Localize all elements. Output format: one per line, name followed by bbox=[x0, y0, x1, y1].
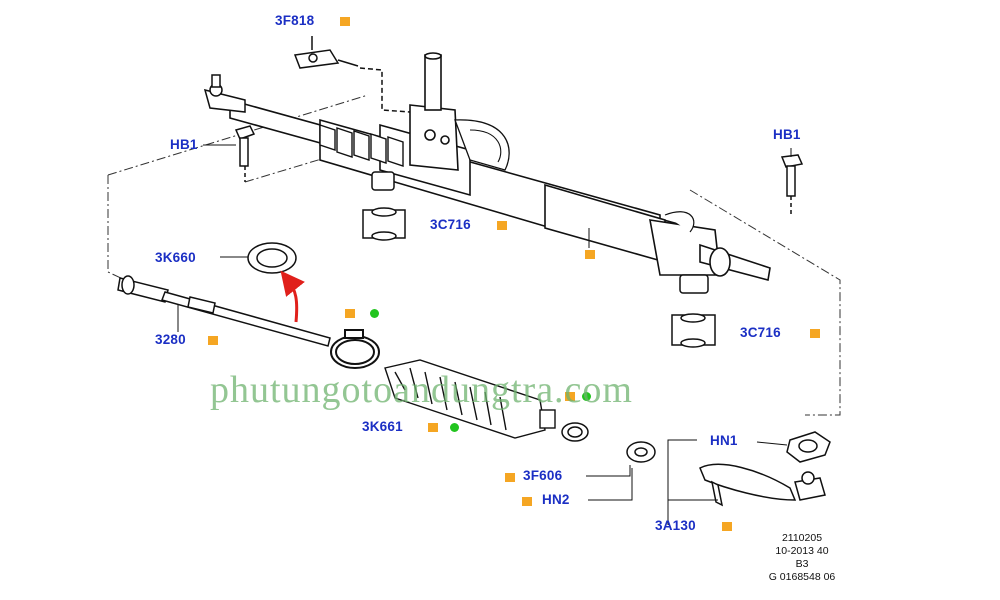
marker-3K661 bbox=[428, 423, 438, 432]
marker-3A130 bbox=[722, 522, 732, 531]
rack-bellows bbox=[319, 124, 404, 167]
label-3K660: 3K660 bbox=[155, 250, 196, 265]
dot-3K661 bbox=[450, 423, 459, 432]
boot-3K661 bbox=[384, 359, 556, 439]
marker-rack bbox=[585, 250, 595, 259]
marker-3F606 bbox=[505, 473, 515, 482]
reference-line-1: 2110205 bbox=[781, 532, 823, 544]
marker-3F818 bbox=[340, 17, 350, 26]
marker-3280 bbox=[208, 336, 218, 345]
clamp bbox=[330, 329, 380, 369]
label-3A130: 3A130 bbox=[655, 518, 696, 533]
label-3K661: 3K661 bbox=[362, 419, 403, 434]
sensor-3F818 bbox=[293, 36, 411, 113]
label-3C716-upper: 3C716 bbox=[430, 217, 471, 232]
steering-rack bbox=[229, 52, 771, 281]
reference-line-2: 10-2013 40 bbox=[775, 545, 829, 557]
reference-block: 2110205 10-2013 40 B3 G 0168548 06 bbox=[752, 532, 852, 584]
reference-line-4: G 0168548 06 bbox=[768, 571, 836, 583]
marker-clamp bbox=[345, 309, 355, 318]
bolt-left bbox=[203, 125, 256, 182]
label-HN2: HN2 bbox=[542, 492, 570, 507]
marker-3C716-upper bbox=[497, 221, 507, 230]
marker-small-clamp bbox=[565, 392, 575, 401]
label-HN1: HN1 bbox=[710, 433, 738, 448]
tie-rod-3280 bbox=[117, 275, 331, 347]
rack-tie-rod-end bbox=[203, 74, 246, 113]
label-3C716-right: 3C716 bbox=[740, 325, 781, 340]
dot-clamp bbox=[370, 309, 379, 318]
watermark: phutungotoandungtra.com bbox=[210, 369, 633, 411]
label-3F818: 3F818 bbox=[275, 13, 315, 28]
marker-HN2 bbox=[522, 497, 532, 506]
marker-3C716-right bbox=[810, 329, 820, 338]
label-hb1-left: HB1 bbox=[170, 137, 198, 152]
label-hb1-right: HB1 bbox=[773, 127, 801, 142]
reference-line-3: B3 bbox=[795, 558, 809, 570]
ring-3K660 bbox=[220, 242, 297, 274]
label-3F606: 3F606 bbox=[523, 468, 563, 483]
dot-small-clamp bbox=[582, 392, 591, 401]
bolt-right bbox=[780, 148, 804, 215]
washer-3F606 bbox=[586, 441, 656, 501]
tie-rod-end-3A130 bbox=[667, 439, 826, 525]
small-clamp bbox=[561, 422, 589, 442]
red-arrow bbox=[280, 270, 305, 323]
bushing-right-lower bbox=[671, 313, 716, 348]
bushing-right-upper bbox=[679, 274, 709, 294]
bushing-upper bbox=[362, 171, 406, 241]
label-3280: 3280 bbox=[155, 332, 186, 347]
nut-HN1 bbox=[756, 431, 831, 463]
